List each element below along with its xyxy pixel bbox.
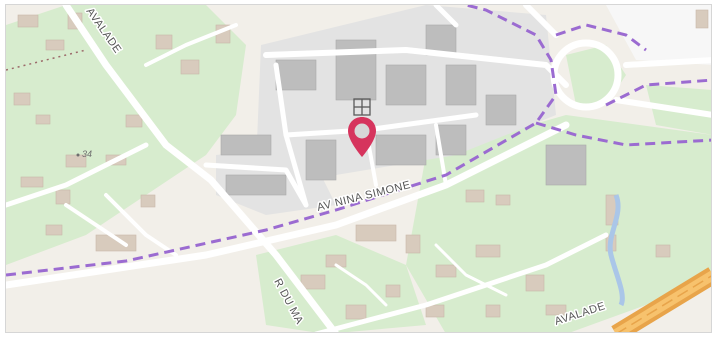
buildings [13,9,709,320]
road-r-du-ma [62,5,339,332]
road-north [433,5,459,28]
road-campus-west [273,62,309,208]
road-path-b [334,263,388,307]
road-campus-south [203,162,309,208]
map-view[interactable]: AV NINA SIMONE R DU MA AVALADE AVALADE 3… [5,4,712,333]
park-south [256,235,426,332]
road-av-nina-simone [6,121,570,289]
road-minor-west-a [6,142,149,208]
road-northeast-b [623,57,711,68]
boundary-line [6,5,711,277]
urban-area-northeast [606,5,711,65]
road-minor-west-b [64,203,128,247]
elevation-label: 34 [82,149,92,159]
motorway [611,267,711,332]
road-minor-north [144,23,238,67]
trail [6,49,87,71]
map-canvas[interactable]: AV NINA SIMONE R DU MA AVALADE AVALADE 3… [6,5,712,333]
elevation-point: 34 [76,149,92,159]
map-pin-icon[interactable] [348,117,376,157]
stream [607,194,625,307]
road-path-a [434,243,508,297]
hospital-grid-icon[interactable] [353,98,371,116]
road-minor-west-c [104,193,178,257]
road-east [613,97,711,118]
road-northeast-a [523,5,559,38]
